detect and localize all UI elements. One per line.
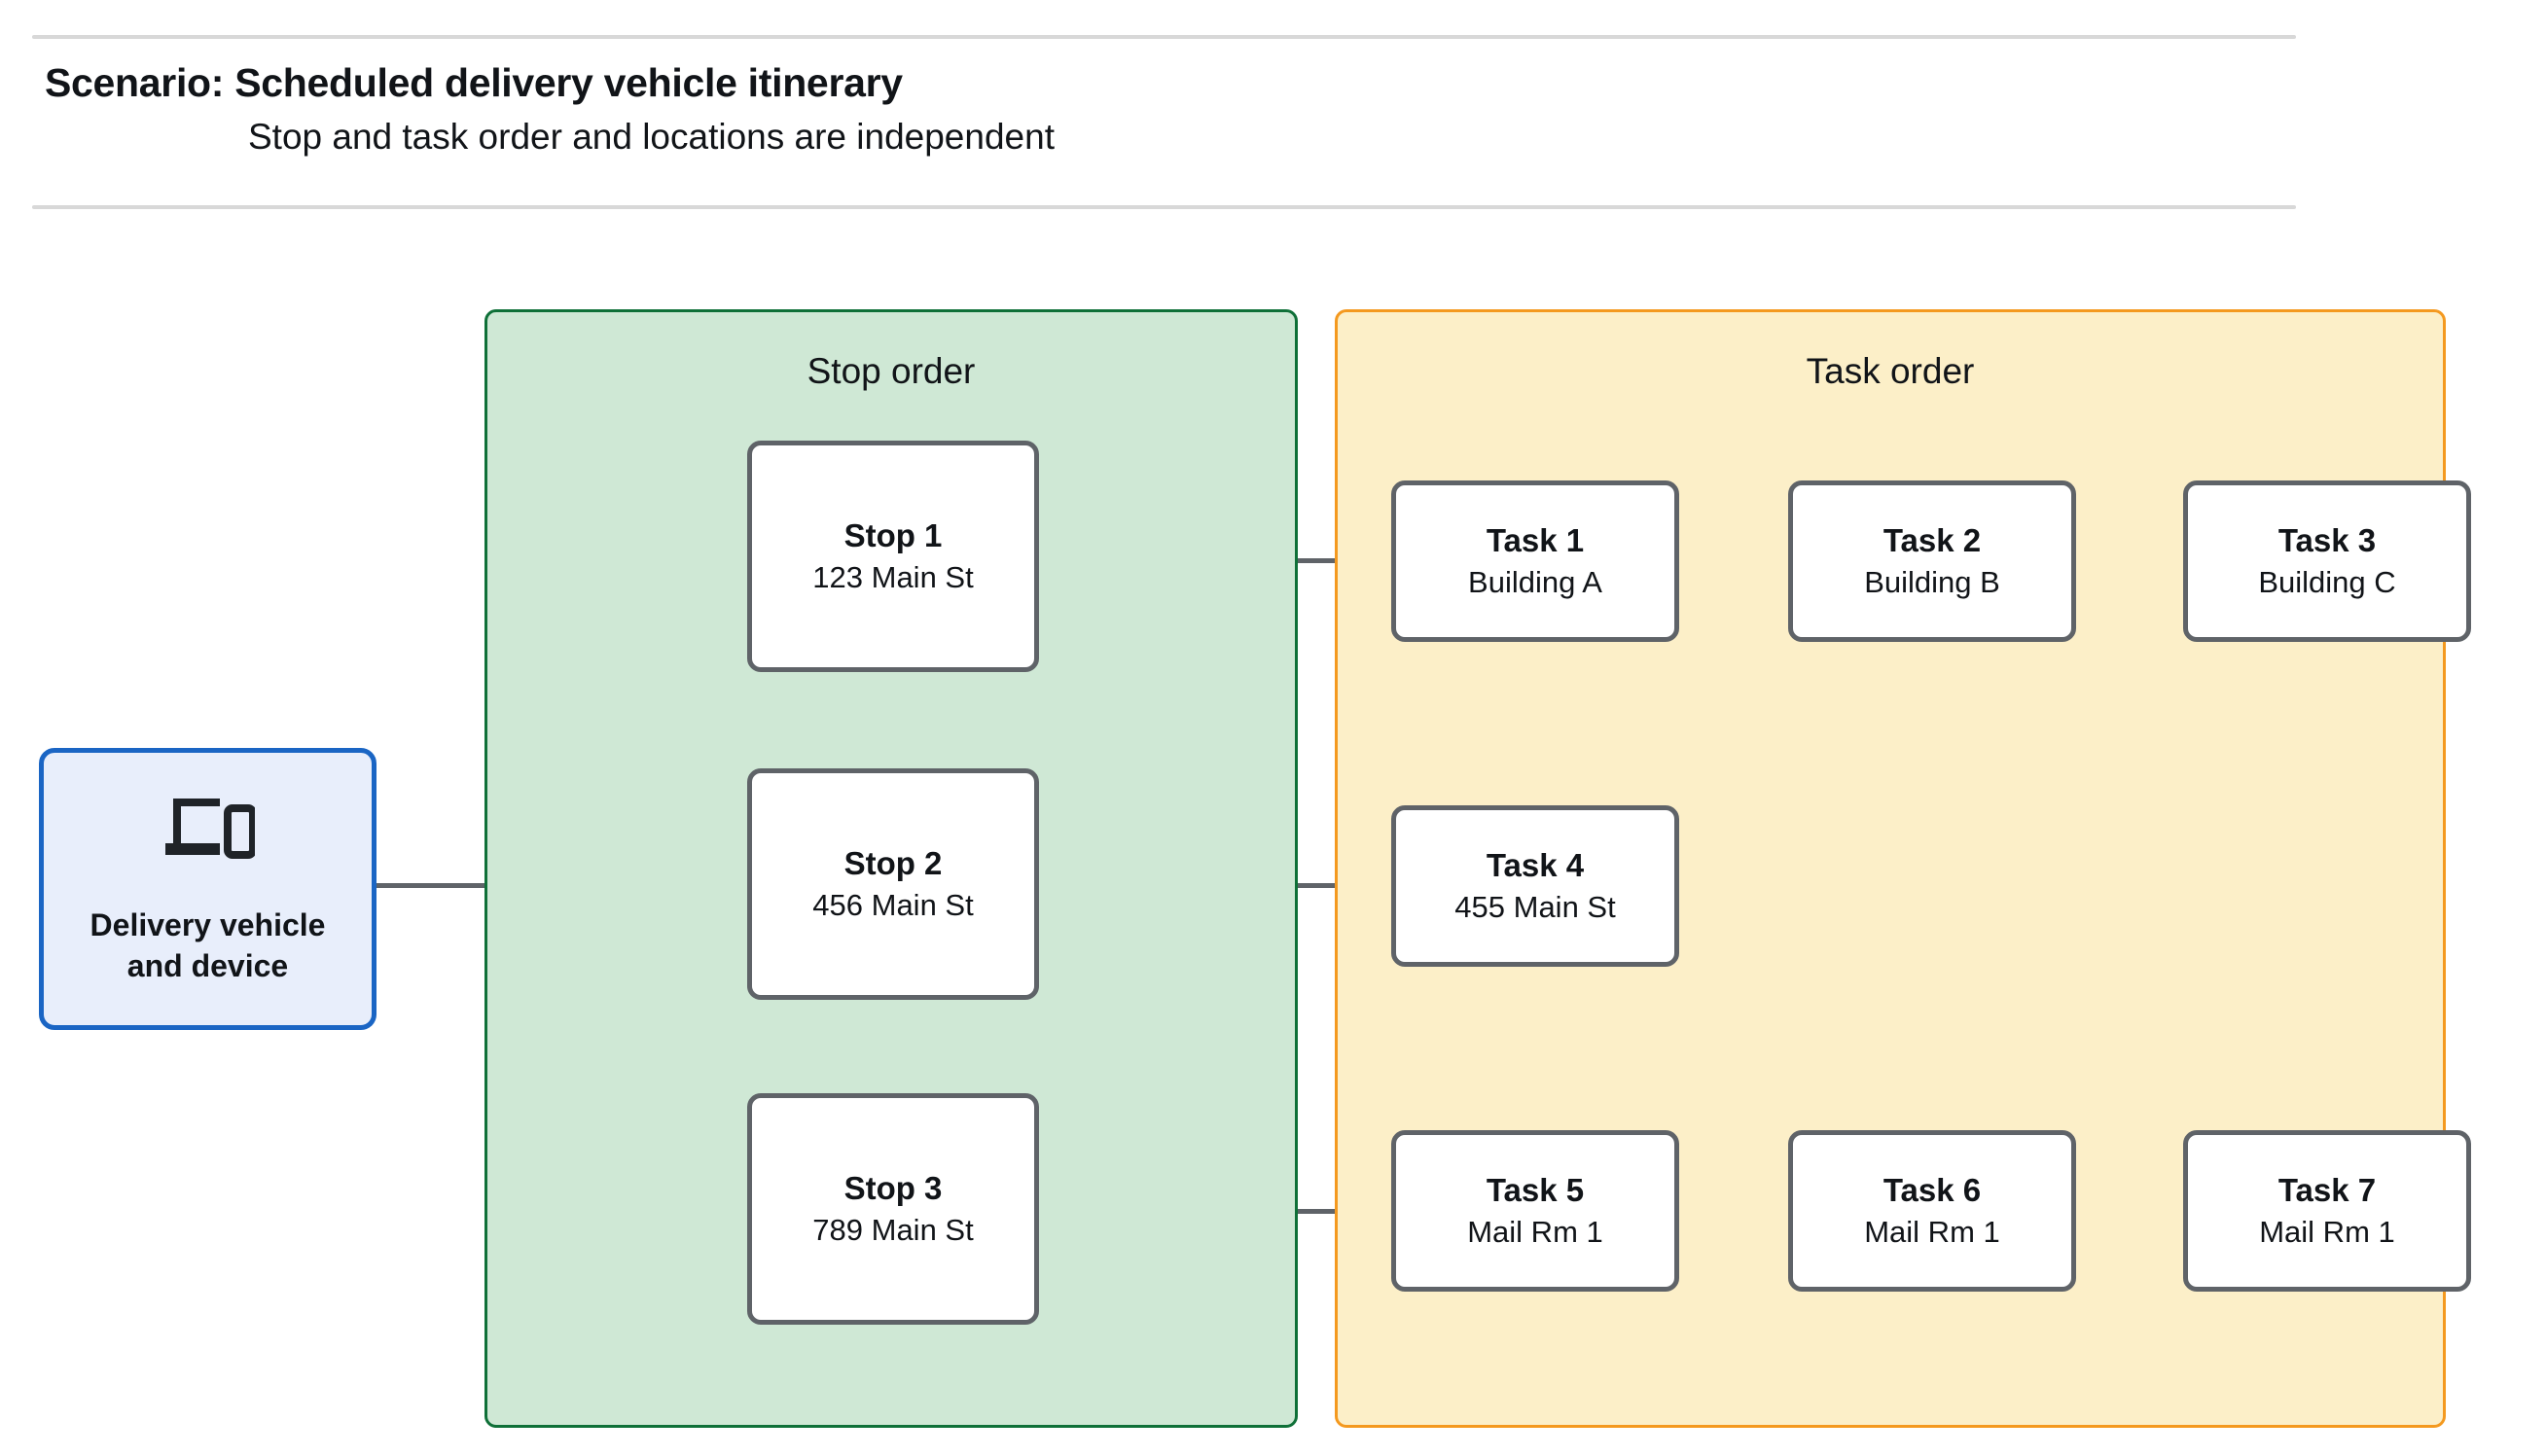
vehicle-label-line-2: and device (126, 948, 289, 983)
task-node-7[interactable]: Task 7 Mail Rm 1 (2183, 1130, 2471, 1292)
task-location: Mail Rm 1 (1864, 1214, 2000, 1249)
task-node-3[interactable]: Task 3 Building C (2183, 480, 2471, 642)
task-name: Task 4 (1486, 846, 1585, 883)
delivery-vehicle-label: Delivery vehicle and device (90, 906, 326, 986)
task-node-6[interactable]: Task 6 Mail Rm 1 (1788, 1130, 2076, 1292)
task-location: Building C (2258, 564, 2396, 599)
task-node-2[interactable]: Task 2 Building B (1788, 480, 2076, 642)
task-name: Task 6 (1883, 1171, 1982, 1208)
task-node-1[interactable]: Task 1 Building A (1391, 480, 1679, 642)
page-title: Scenario: Scheduled delivery vehicle iti… (45, 60, 903, 105)
task-name: Task 5 (1486, 1171, 1585, 1208)
stop-location: 123 Main St (812, 559, 974, 594)
task-name: Task 2 (1883, 521, 1982, 558)
stop-node-3[interactable]: Stop 3 789 Main St (747, 1093, 1039, 1325)
stop-name: Stop 2 (843, 844, 943, 881)
header-divider-top (32, 35, 2296, 39)
stop-name: Stop 1 (843, 516, 943, 553)
stop-node-2[interactable]: Stop 2 456 Main St (747, 768, 1039, 1000)
task-name: Task 1 (1486, 521, 1585, 558)
task-location: Building A (1468, 564, 1602, 599)
task-location: Building B (1864, 564, 2000, 599)
devices-icon (164, 799, 255, 860)
task-location: Mail Rm 1 (2259, 1214, 2395, 1249)
stop-location: 456 Main St (812, 887, 974, 922)
task-node-4[interactable]: Task 4 455 Main St (1391, 805, 1679, 967)
delivery-vehicle-node[interactable]: Delivery vehicle and device (39, 748, 377, 1030)
task-name: Task 3 (2277, 521, 2377, 558)
task-name: Task 7 (2277, 1171, 2377, 1208)
stop-order-title: Stop order (807, 351, 976, 391)
task-location: Mail Rm 1 (1467, 1214, 1603, 1249)
task-location: 455 Main St (1454, 889, 1616, 924)
stop-node-1[interactable]: Stop 1 123 Main St (747, 441, 1039, 672)
task-node-5[interactable]: Task 5 Mail Rm 1 (1391, 1130, 1679, 1292)
stop-location: 789 Main St (812, 1212, 974, 1247)
vehicle-label-line-1: Delivery vehicle (90, 907, 326, 943)
page-subtitle: Stop and task order and locations are in… (248, 117, 1055, 157)
task-order-title: Task order (1806, 351, 1975, 391)
stop-name: Stop 3 (843, 1169, 943, 1206)
header-divider-bottom (32, 205, 2296, 209)
